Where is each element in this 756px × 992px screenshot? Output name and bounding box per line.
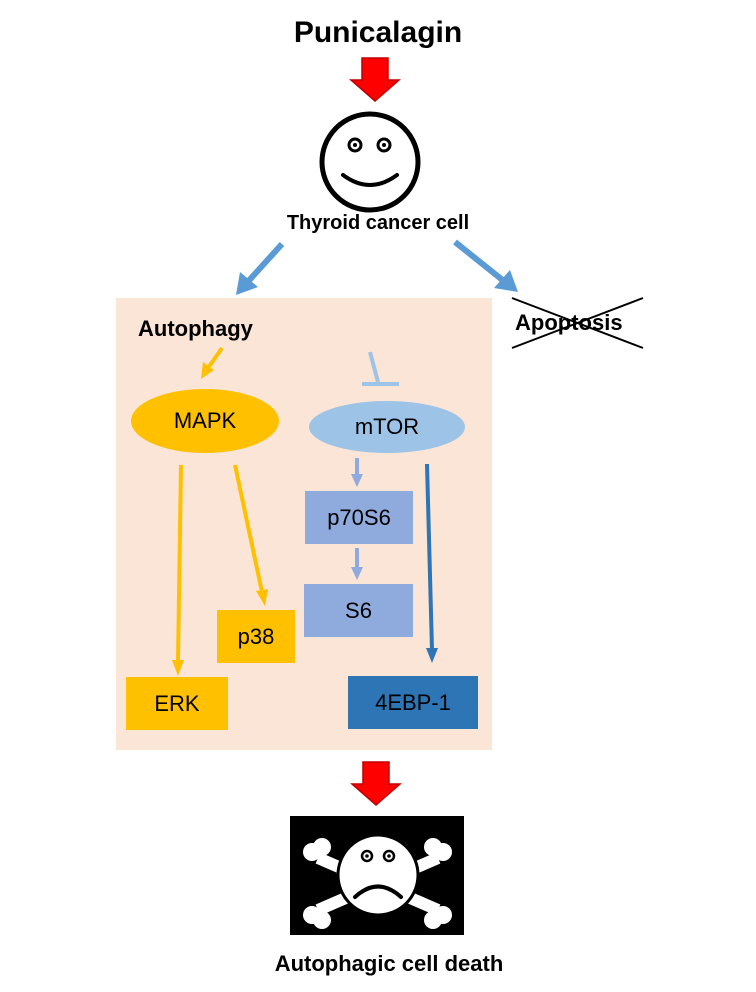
apoptosis-label: Apoptosis xyxy=(515,310,623,335)
red-arrow-top xyxy=(349,57,401,102)
arrow-mapk-to-erk xyxy=(172,464,184,676)
mapk-node: MAPK xyxy=(173,408,237,433)
mapk-node-shape xyxy=(131,389,279,453)
arrow-mapk-to-p38 xyxy=(233,464,268,606)
arrow-mtor-to-p70s6 xyxy=(351,458,363,487)
happy-face-icon xyxy=(319,111,421,213)
arrow-to-autophagy xyxy=(236,241,285,295)
s6-node-shape xyxy=(304,584,413,637)
skull-crossbones-icon xyxy=(290,816,464,935)
inhibition-to-mtor xyxy=(362,351,399,386)
arrow-mtor-to-4ebp1 xyxy=(425,463,438,663)
ebp-node: 4EBP-1 xyxy=(375,689,451,715)
ebp-node-shape xyxy=(348,676,478,729)
erk-node: ERK xyxy=(154,690,200,716)
cell-label: Thyroid cancer cell xyxy=(286,212,470,234)
mtor-node: mTOR xyxy=(354,414,420,439)
arrow-p70s6-to-s6 xyxy=(351,548,363,580)
apoptosis-cross xyxy=(511,297,644,349)
erk-node-shape xyxy=(126,677,228,730)
arrow-autophagy-to-mapk xyxy=(201,346,224,379)
s6-node: S6 xyxy=(345,597,372,623)
red-arrow-bottom xyxy=(350,761,402,806)
p70s6-node-shape xyxy=(305,491,413,544)
autophagy-label: Autophagy xyxy=(138,316,253,341)
p38-node-shape xyxy=(217,610,295,663)
p70s6-node: p70S6 xyxy=(327,504,391,530)
mtor-node-shape xyxy=(309,401,465,453)
outcome-label: Autophagic cell death xyxy=(274,951,504,976)
page-title: Punicalagin xyxy=(293,16,463,49)
arrow-to-apoptosis xyxy=(453,239,518,292)
p38-node: p38 xyxy=(237,623,275,649)
